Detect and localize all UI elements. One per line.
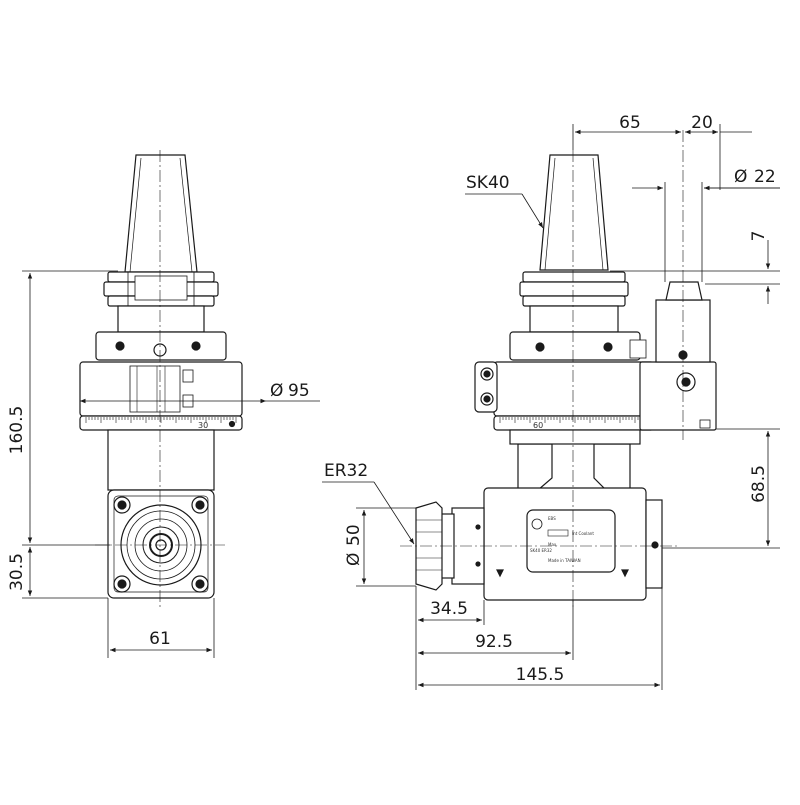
nameplate-text: EBS Int Coolant Max. SK40 ER32 Made in T…: [530, 516, 594, 563]
side-dimension-texts: 65 20 Ø 22 7 68.5 Ø 50 ER32 SK40 34.5 92…: [324, 113, 776, 685]
dim-spindle-to-center: 92.5: [475, 632, 513, 652]
side-flange-bot: [522, 295, 626, 307]
dim-collet-diameter: 50: [344, 524, 364, 546]
side-main-housing: [493, 361, 655, 417]
dim-stop-height: 7: [749, 231, 769, 242]
side-taper-cone: [539, 154, 609, 271]
dim-stop-offset: 65: [619, 113, 641, 133]
dim-stop-width: 20: [691, 113, 713, 133]
dia-symbol-50: Ø: [344, 553, 364, 566]
dim-overall-length: 145.5: [516, 665, 565, 685]
front-view: [79, 154, 243, 599]
nameplate-line3: Max.: [548, 542, 558, 547]
front-dimensions: [22, 270, 320, 658]
dia-symbol-22: Ø: [734, 167, 747, 187]
dim-width-flange: 61: [149, 629, 171, 649]
side-centerlines: [400, 130, 684, 610]
nameplate-line5: Made in TAIWAN: [548, 558, 581, 563]
side-leg-right: [593, 443, 631, 491]
label-collet: ER32: [324, 461, 368, 481]
side-view: [415, 154, 717, 601]
side-leg-left: [517, 443, 553, 491]
dim-diameter-body: 95: [288, 381, 310, 401]
nameplate-line2: Int Coolant: [572, 531, 594, 536]
front-neck: [117, 305, 205, 333]
side-neck: [529, 305, 619, 333]
side-stop-pin-head: [665, 281, 703, 301]
front-centerlines: [95, 150, 225, 610]
dim-spindle-height: 68.5: [749, 465, 769, 503]
dim-nut-length: 34.5: [430, 599, 468, 619]
dia-symbol-95: Ø: [270, 381, 283, 401]
nameplate-line4: SK40 ER32: [530, 548, 552, 553]
side-dimensions: [322, 124, 780, 690]
front-dimension-texts: 160.5 30.5 61 Ø 95 30: [7, 381, 310, 649]
front-head-body: [107, 429, 215, 491]
front-scale-ticks: [85, 417, 237, 423]
dim-stop-diameter: 22: [754, 167, 776, 187]
side-flange-mid: [519, 281, 629, 297]
label-taper: SK40: [466, 173, 510, 193]
nameplate-line1: EBS: [548, 516, 556, 521]
side-nameplate: [526, 509, 616, 573]
side-collar: [509, 331, 641, 361]
dim-height-spindle: 30.5: [7, 553, 27, 591]
dim-height-total: 160.5: [7, 406, 27, 455]
side-flange-top: [522, 271, 626, 283]
front-scale-mark: 30: [198, 421, 208, 430]
side-scale-mark: 60: [533, 421, 543, 430]
